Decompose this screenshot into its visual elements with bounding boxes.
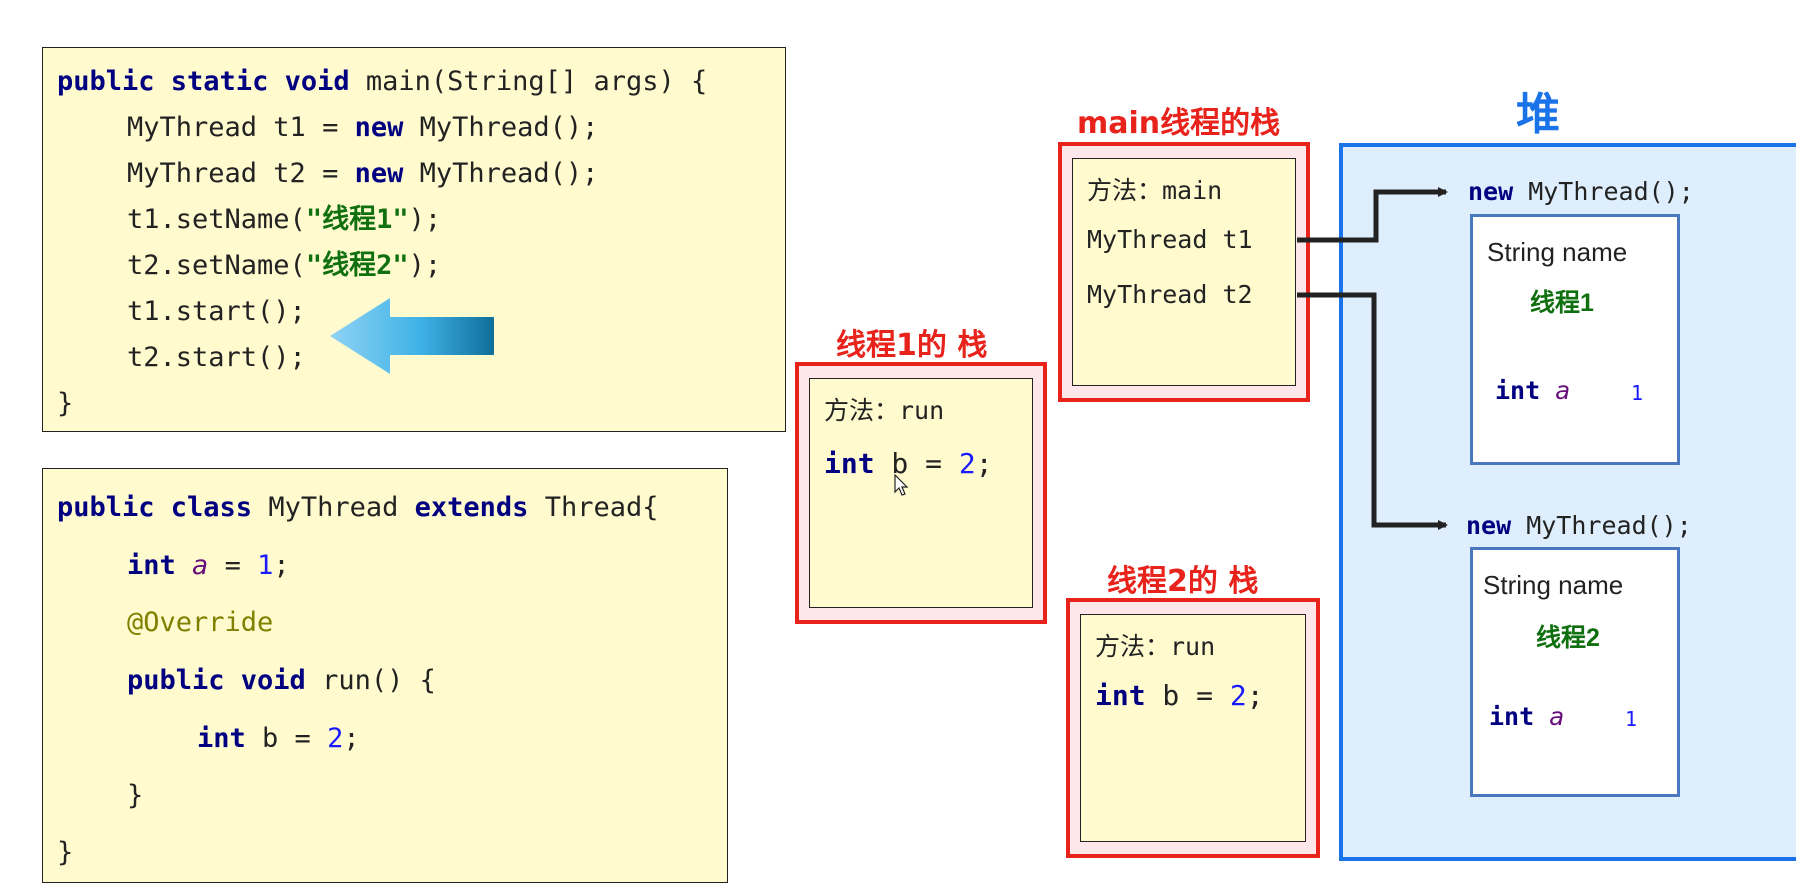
obj1-label: new MyThread(); bbox=[1468, 177, 1694, 206]
thread2-stack: 方法：run int b = 2; bbox=[1066, 598, 1320, 858]
main-stack-var-t2: MyThread t2 bbox=[1087, 280, 1253, 309]
thread1-stack-title: 线程1的 栈 bbox=[836, 328, 988, 363]
obj2-name-value: 线程2 bbox=[1536, 624, 1600, 652]
thread1-stack-method: 方法：run bbox=[824, 396, 945, 425]
obj2-label: new MyThread(); bbox=[1466, 511, 1692, 540]
class-line-6: } bbox=[127, 780, 144, 811]
main-stack-method: 方法：main bbox=[1087, 176, 1223, 205]
thread1-stack-frame: 方法：run int b = 2; bbox=[809, 378, 1033, 608]
obj1-name-value: 线程1 bbox=[1530, 289, 1594, 317]
t2-reference-arrow bbox=[1297, 292, 1448, 530]
main-stack-title: main线程的栈 bbox=[1077, 106, 1281, 141]
obj1-field-a: int a bbox=[1495, 376, 1571, 405]
pointer-arrow-icon bbox=[330, 298, 494, 374]
heap-title: 堆 bbox=[1516, 89, 1560, 140]
code-line-8: } bbox=[57, 388, 74, 419]
class-line-1: public class MyThread extends Thread{ bbox=[57, 492, 659, 523]
t1-reference-arrow bbox=[1297, 187, 1448, 243]
obj1-a-value: 1 bbox=[1631, 381, 1644, 405]
thread2-stack-var-b: int b = 2; bbox=[1095, 679, 1264, 712]
code-line-5: t2.setName("线程2"); bbox=[127, 250, 442, 281]
mouse-cursor-icon bbox=[894, 474, 909, 496]
obj2-a-value: 1 bbox=[1625, 707, 1638, 731]
code-line-6: t1.start(); bbox=[127, 296, 306, 327]
main-method-code-box: public static void main(String[] args) {… bbox=[42, 47, 786, 432]
thread1-stack-var-b: int b = 2; bbox=[824, 447, 993, 480]
obj1-field-name: String name bbox=[1487, 237, 1628, 267]
class-line-4: public void run() { bbox=[127, 665, 436, 696]
obj2-field-a: int a bbox=[1489, 702, 1565, 731]
class-line-2: int a = 1; bbox=[127, 550, 290, 581]
code-line-2: MyThread t1 = new MyThread(); bbox=[127, 112, 599, 143]
thread2-stack-frame: 方法：run int b = 2; bbox=[1080, 614, 1306, 842]
class-line-7: } bbox=[57, 837, 74, 868]
main-stack-var-t1: MyThread t1 bbox=[1087, 225, 1253, 254]
class-line-3: @Override bbox=[127, 607, 274, 638]
main-stack-frame: 方法：main MyThread t1 MyThread t2 bbox=[1072, 158, 1296, 386]
thread1-stack: 方法：run int b = 2; bbox=[795, 362, 1047, 624]
class-line-5: int b = 2; bbox=[197, 723, 360, 754]
thread2-stack-method: 方法：run bbox=[1095, 632, 1216, 661]
mythread-object-1: String name 线程1 int a 1 bbox=[1470, 214, 1680, 465]
main-thread-stack: 方法：main MyThread t1 MyThread t2 bbox=[1058, 142, 1310, 402]
thread2-stack-title: 线程2的 栈 bbox=[1107, 564, 1259, 599]
code-line-7: t2.start(); bbox=[127, 342, 306, 373]
mythread-object-2: String name 线程2 int a 1 bbox=[1470, 547, 1680, 797]
obj2-field-name: String name bbox=[1483, 570, 1624, 600]
code-line-4: t1.setName("线程1"); bbox=[127, 204, 442, 235]
mythread-class-code-box: public class MyThread extends Thread{ in… bbox=[42, 468, 728, 883]
code-line-3: MyThread t2 = new MyThread(); bbox=[127, 158, 599, 189]
code-line-1: public static void main(String[] args) { bbox=[57, 66, 708, 97]
